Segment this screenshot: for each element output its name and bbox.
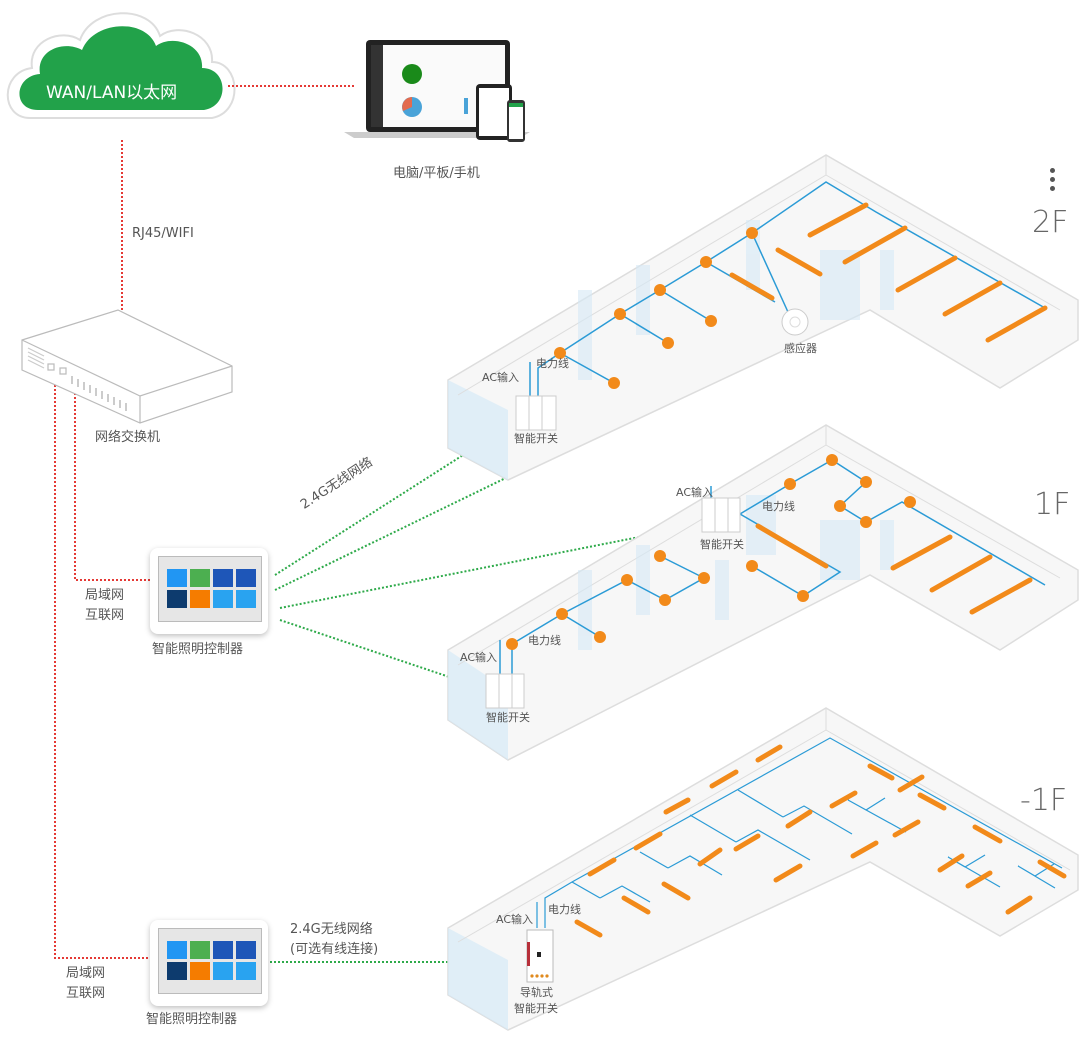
tile-7 xyxy=(213,962,233,980)
lan-internet-label-bottom: 局域网 互联网 xyxy=(66,964,105,1004)
more-floors-ellipsis-icon xyxy=(1050,168,1056,195)
wireless-link-1f-switch-a xyxy=(279,524,701,609)
1f-power-line-label-a: 电力线 xyxy=(762,500,795,513)
lan-internet-label-top: 局域网 互联网 xyxy=(85,586,124,626)
1f-ac-input-label-b: AC输入 xyxy=(460,651,498,664)
network-switch-label: 网络交换机 xyxy=(95,430,161,445)
wireless-bottom-line1: 2.4G无线网络 xyxy=(290,922,373,937)
b1-power-line-label: 电力线 xyxy=(548,903,581,916)
1f-ac-input-label-a: AC输入 xyxy=(676,486,714,499)
1f-smart-switch-label-a: 智能开关 xyxy=(700,538,744,551)
cloud-icon xyxy=(6,12,236,119)
2f-sensor-label: 感应器 xyxy=(784,342,817,355)
b1-din-switch-label-line1: 导轨式 xyxy=(520,986,553,999)
floor-2f-title: 2F xyxy=(1032,205,1069,240)
cloud-label: WAN/LAN以太网 xyxy=(46,83,178,103)
tile-7 xyxy=(213,590,233,608)
controller-screen-top xyxy=(158,556,262,622)
smart-switch-icon-1f-b xyxy=(485,673,525,709)
floor-1f-plan xyxy=(447,424,1079,761)
sensor-icon-2f xyxy=(781,308,809,336)
tile-1 xyxy=(167,569,187,587)
wireless-bottom-label: 2.4G无线网络 (可选有线连接) xyxy=(290,920,378,960)
floor-2f-plan xyxy=(447,154,1079,481)
smart-switch-icon-2f xyxy=(515,395,557,431)
floor-b1-title: -1F xyxy=(1020,783,1068,818)
b1-ac-input-label: AC输入 xyxy=(496,913,534,926)
internet-label: 互联网 xyxy=(66,986,106,1001)
ethernet-links xyxy=(54,85,354,959)
din-rail-switch-icon-b1 xyxy=(526,929,554,983)
1f-smart-switch-label-b: 智能开关 xyxy=(486,711,530,724)
2f-smart-switch-label: 智能开关 xyxy=(514,432,558,445)
link-switch-controller-bottom xyxy=(54,385,152,959)
tile-6 xyxy=(190,962,210,980)
tile-5 xyxy=(167,590,187,608)
wireless-link-1f-switch-b xyxy=(279,619,489,691)
controller-top-label: 智能照明控制器 xyxy=(152,642,244,657)
link-switch-controller-top xyxy=(74,385,152,581)
tile-4 xyxy=(236,569,256,587)
devices-icon xyxy=(344,40,530,142)
floor-1f-title: 1F xyxy=(1034,487,1071,522)
b1-din-switch-label-line2: 智能开关 xyxy=(514,1002,558,1015)
tile-3 xyxy=(213,569,233,587)
rj45-wifi-label: RJ45/WIFI xyxy=(132,226,194,241)
tile-2 xyxy=(190,569,210,587)
controller-screen-bottom xyxy=(158,928,262,994)
floor-b1-plan xyxy=(447,707,1079,1031)
1f-power-line-label-b: 电力线 xyxy=(528,634,561,647)
2f-ac-input-label: AC输入 xyxy=(482,371,520,384)
smart-lighting-controller-bottom xyxy=(150,920,268,1006)
devices-label: 电脑/平板/手机 xyxy=(393,166,480,181)
smart-switch-icon-1f-a xyxy=(701,497,741,533)
wireless-bottom-line2: (可选有线连接) xyxy=(290,942,379,957)
lan-label: 局域网 xyxy=(85,588,125,603)
internet-label: 互联网 xyxy=(85,608,125,623)
tile-8 xyxy=(236,590,256,608)
tile-1 xyxy=(167,941,187,959)
2f-power-line-label: 电力线 xyxy=(536,357,569,370)
network-switch-icon xyxy=(21,309,233,424)
tile-8 xyxy=(236,962,256,980)
tile-5 xyxy=(167,962,187,980)
tile-4 xyxy=(236,941,256,959)
controller-bottom-label: 智能照明控制器 xyxy=(146,1012,238,1027)
smart-lighting-controller-top xyxy=(150,548,268,634)
tile-3 xyxy=(213,941,233,959)
tile-6 xyxy=(190,590,210,608)
lan-label: 局域网 xyxy=(66,966,106,981)
tile-2 xyxy=(190,941,210,959)
